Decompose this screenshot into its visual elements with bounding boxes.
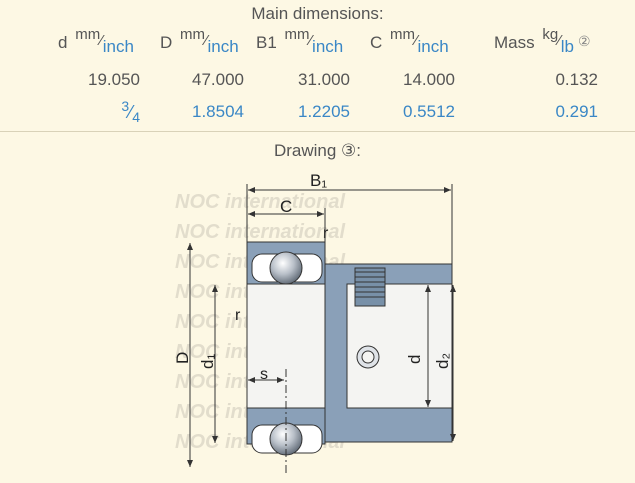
col-symbol: B1 <box>256 33 277 52</box>
metric-value-mass: 0.132 <box>555 70 598 89</box>
unit-metric: mm <box>390 26 416 43</box>
label-d: d <box>405 355 424 364</box>
label-B1: B₁ <box>310 171 327 190</box>
drawing-title: Drawing ③: <box>273 141 362 160</box>
info-icon[interactable]: ② <box>577 33 591 49</box>
col-symbol: D <box>160 33 173 52</box>
metric-value-D: 47.000 <box>192 70 244 89</box>
main-dimensions-title: Main dimensions: <box>251 4 384 23</box>
metric-value-d: 19.050 <box>88 70 140 89</box>
imperial-value-D: 1.8504 <box>192 102 244 121</box>
col-symbol: Mass <box>494 33 535 52</box>
imperial-value-B1: 1.2205 <box>298 102 350 121</box>
fraction-denominator: 4 <box>132 109 140 125</box>
label-C: C <box>280 197 292 216</box>
metric-value-B1: 31.000 <box>298 70 350 89</box>
unit-imperial: inch <box>102 37 134 56</box>
ball-icon <box>269 251 303 285</box>
col-symbol: d <box>58 33 68 52</box>
col-symbol: C <box>370 33 383 52</box>
watermark-text: NOC international <box>175 191 345 213</box>
col-header-C: C mm⁄inch <box>370 26 449 56</box>
unit-imperial: inch <box>417 37 449 56</box>
section-divider <box>0 131 635 132</box>
label-d1: d₁ <box>198 354 217 369</box>
bearing-drawing: NOC international NOC international NOC … <box>173 171 456 476</box>
unit-imperial: inch <box>207 37 239 56</box>
imperial-value-d: 3⁄4 <box>121 98 140 125</box>
col-header-B1: B1 mm⁄inch <box>256 26 344 56</box>
unit-metric: mm <box>75 26 101 43</box>
label-r: r <box>235 307 241 324</box>
col-header-d: d mm⁄inch <box>58 26 134 56</box>
imperial-value-mass: 0.291 <box>555 102 598 121</box>
label-D: D <box>173 352 192 364</box>
fraction-numerator: 3 <box>121 98 130 114</box>
unit-imperial: inch <box>312 37 344 56</box>
unit-metric: kg <box>542 26 559 43</box>
unit-imperial: lb <box>560 37 574 56</box>
label-d2: d₂ <box>433 353 452 369</box>
col-header-D: D mm⁄inch <box>160 26 239 56</box>
watermark-text: NOC international <box>175 221 345 243</box>
label-r: r <box>323 225 329 242</box>
bearing-section <box>246 241 453 456</box>
imperial-value-C: 0.5512 <box>403 102 455 121</box>
metric-value-C: 14.000 <box>403 70 455 89</box>
unit-metric: mm <box>284 26 310 43</box>
unit-metric: mm <box>180 26 206 43</box>
label-s: s <box>260 366 268 383</box>
